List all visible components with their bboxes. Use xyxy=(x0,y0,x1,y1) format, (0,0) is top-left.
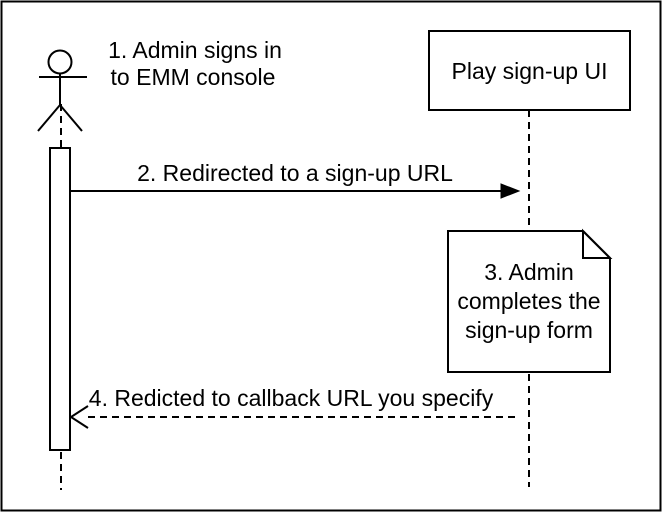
message-callback: 4. Redicted to callback URL you specify xyxy=(69,385,517,429)
note-shape: 3. Admin completes the sign-up form xyxy=(447,228,613,373)
note-outline xyxy=(447,230,611,373)
message-callback-arrowhead-icon xyxy=(69,405,89,429)
note-text-line2: completes the xyxy=(457,288,600,314)
actor-left-leg xyxy=(37,104,61,132)
message-redirect-label: 2. Redirected to a sign-up URL xyxy=(137,160,453,186)
actor-icon xyxy=(37,49,87,132)
actor-caption-line2: to EMM console xyxy=(111,64,276,90)
message-redirect: 2. Redirected to a sign-up URL xyxy=(70,160,521,199)
actor-right-leg xyxy=(59,104,83,132)
message-redirect-arrowhead-icon xyxy=(500,183,521,199)
note-text-line3: sign-up form xyxy=(465,317,593,343)
note-fold-icon xyxy=(582,228,613,259)
participant-box xyxy=(428,30,631,111)
actor-caption-line1: 1. Admin signs in xyxy=(108,37,282,63)
note-text-line1: 3. Admin xyxy=(484,259,574,285)
activation-bar xyxy=(49,147,71,451)
participant-label: Play sign-up UI xyxy=(452,58,608,84)
message-callback-label: 4. Redicted to callback URL you specify xyxy=(89,385,494,411)
actor-head xyxy=(47,49,73,75)
